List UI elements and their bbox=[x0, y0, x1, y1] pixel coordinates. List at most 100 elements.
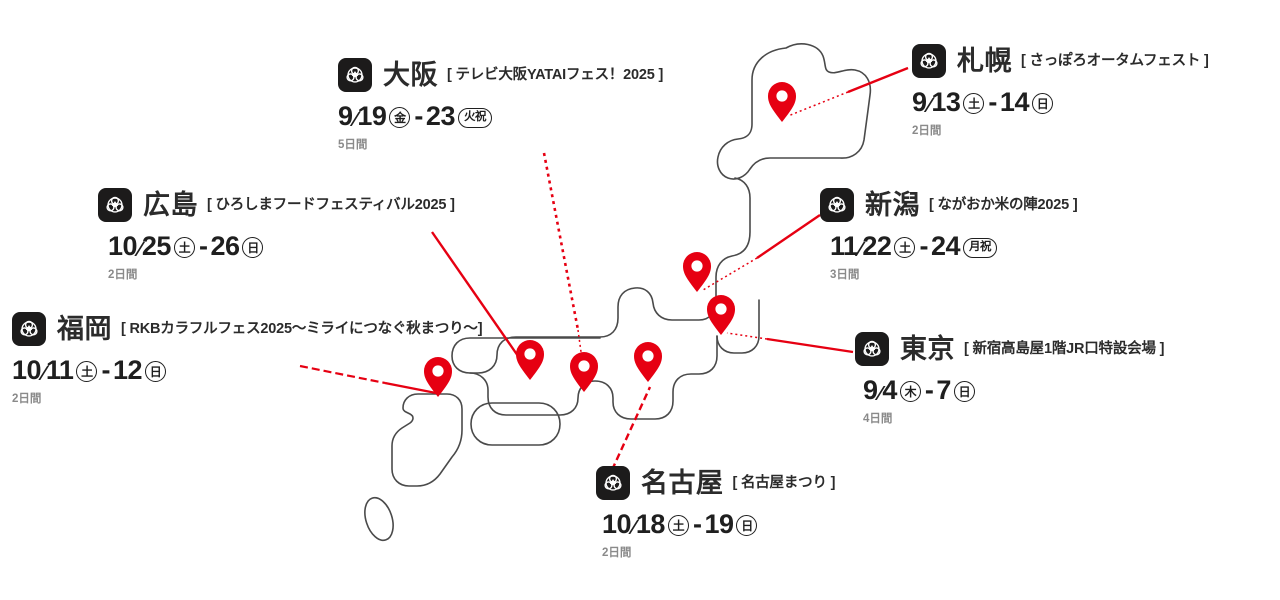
range-dash: - bbox=[919, 231, 928, 261]
duration-label: 3日間 bbox=[830, 269, 860, 281]
leader-osaka-thick-dotted bbox=[542, 152, 580, 331]
start-dow-badge: 金 bbox=[389, 107, 411, 128]
festival-emblem-icon bbox=[596, 466, 630, 500]
month: 11 bbox=[830, 231, 858, 261]
festival-emblem-icon bbox=[98, 188, 132, 222]
end-day: 19 bbox=[704, 509, 734, 539]
start-dow-badge: 土 bbox=[963, 93, 985, 114]
duration-label: 2日間 bbox=[12, 393, 42, 405]
range-dash: - bbox=[924, 375, 934, 405]
city-name: 福岡 bbox=[57, 313, 112, 344]
slash-icon: ⁄ bbox=[858, 238, 862, 261]
date-range: 9 ⁄ 13 土 - 14 日 bbox=[912, 89, 1209, 116]
slash-icon: ⁄ bbox=[927, 94, 931, 117]
leader-sapporo-dotted bbox=[787, 91, 849, 117]
okinawa-outline bbox=[364, 496, 394, 542]
entry-tokyo[interactable]: 東京 [ 新宿高島屋1階JR口特設会場 ] 9 ⁄ 4 木 - 7 日 4日間 bbox=[855, 332, 1164, 426]
entry-header: 札幌 [ さっぽろオータムフェスト ] bbox=[912, 44, 1209, 78]
entry-header: 大阪 [ テレビ大阪YATAIフェス！2025 ] bbox=[338, 58, 663, 92]
date-range: 10 ⁄ 11 土 - 12 日 bbox=[12, 357, 482, 384]
entry-hiroshima[interactable]: 広島 [ ひろしまフードフェスティバル2025 ] 10 ⁄ 25 土 - 26… bbox=[98, 188, 455, 282]
start-dow-badge: 土 bbox=[76, 361, 98, 382]
month: 9 bbox=[863, 375, 878, 405]
end-dow-badge: 日 bbox=[144, 361, 166, 382]
entry-sapporo[interactable]: 札幌 [ さっぽろオータムフェスト ] 9 ⁄ 13 土 - 14 日 2日間 bbox=[912, 44, 1209, 138]
month: 10 bbox=[12, 355, 42, 385]
start-day: 22 bbox=[862, 231, 892, 261]
pin-sapporo[interactable] bbox=[768, 82, 796, 122]
slash-icon: ⁄ bbox=[353, 108, 357, 131]
kanto-coast bbox=[716, 299, 760, 354]
pin-tokyo[interactable] bbox=[707, 295, 735, 335]
entry-header: 東京 [ 新宿高島屋1階JR口特設会場 ] bbox=[855, 332, 1164, 366]
leader-fukuoka-dashed bbox=[299, 364, 386, 385]
map-outlines bbox=[364, 43, 872, 542]
pin-nagoya[interactable] bbox=[634, 342, 662, 382]
start-day: 25 bbox=[141, 231, 172, 261]
end-day: 23 bbox=[425, 101, 456, 131]
range-dash: - bbox=[988, 87, 997, 117]
date-range: 11 ⁄ 22 土 - 24 月祝 bbox=[830, 233, 1077, 260]
festival-emblem-icon bbox=[12, 312, 46, 346]
festival-subtitle: [ 名古屋まつり ] bbox=[732, 474, 836, 491]
city-name: 広島 bbox=[143, 189, 198, 220]
end-day: 14 bbox=[999, 87, 1030, 117]
entry-header: 福岡 [ RKBカラフルフェス2025〜ミライにつなぐ秋まつり〜] bbox=[12, 312, 483, 346]
month: 9 bbox=[912, 87, 927, 117]
slash-icon: ⁄ bbox=[632, 516, 635, 539]
entry-header: 新潟 [ ながおか米の陣2025 ] bbox=[820, 188, 1078, 222]
end-dow-badge: 火祝 bbox=[457, 107, 492, 128]
leader-hiroshima-solid bbox=[431, 231, 519, 357]
end-dow-badge: 月祝 bbox=[962, 237, 997, 258]
leader-tokyo-dotted bbox=[726, 332, 768, 340]
pin-niigata[interactable] bbox=[683, 252, 711, 292]
festival-emblem-icon bbox=[338, 58, 372, 92]
festival-subtitle: [ ひろしまフードフェスティバル2025 ] bbox=[207, 196, 455, 213]
entry-osaka[interactable]: 大阪 [ テレビ大阪YATAIフェス！2025 ] 9 ⁄ 19 金 - 23 … bbox=[338, 58, 663, 152]
festival-subtitle: [ さっぽろオータムフェスト ] bbox=[1021, 52, 1209, 69]
city-name: 東京 bbox=[900, 333, 955, 364]
entry-header: 広島 [ ひろしまフードフェスティバル2025 ] bbox=[98, 188, 455, 222]
kyushu-outline bbox=[391, 393, 463, 487]
end-dow-badge: 日 bbox=[242, 237, 264, 258]
start-dow-badge: 土 bbox=[173, 237, 195, 258]
month: 10 bbox=[602, 509, 632, 539]
start-day: 19 bbox=[357, 101, 387, 131]
end-day: 7 bbox=[936, 375, 951, 405]
slash-icon: ⁄ bbox=[42, 362, 45, 385]
start-day: 18 bbox=[635, 509, 666, 539]
festival-emblem-icon bbox=[855, 332, 889, 366]
city-name: 札幌 bbox=[957, 45, 1012, 76]
date-range: 10 ⁄ 25 土 - 26 日 bbox=[108, 233, 455, 260]
date-range: 9 ⁄ 4 木 - 7 日 bbox=[863, 377, 1164, 404]
end-dow-badge: 日 bbox=[953, 381, 975, 402]
leader-tokyo-solid bbox=[766, 337, 854, 354]
map-pins bbox=[424, 82, 796, 397]
festival-subtitle: [ RKBカラフルフェス2025〜ミライにつなぐ秋まつり〜] bbox=[121, 320, 483, 337]
entry-niigata[interactable]: 新潟 [ ながおか米の陣2025 ] 11 ⁄ 22 土 - 24 月祝 3日間 bbox=[820, 188, 1078, 282]
leader-lines bbox=[299, 66, 909, 471]
duration-label: 2日間 bbox=[602, 547, 632, 559]
festival-subtitle: [ 新宿高島屋1階JR口特設会場 ] bbox=[964, 340, 1165, 357]
end-day: 26 bbox=[210, 231, 240, 261]
end-dow-badge: 日 bbox=[736, 515, 758, 536]
pin-hiroshima[interactable] bbox=[516, 340, 544, 380]
honshu-south-coast bbox=[469, 335, 718, 420]
entry-nagoya[interactable]: 名古屋 [ 名古屋まつり ] 10 ⁄ 18 土 - 19 日 2日間 bbox=[596, 466, 835, 560]
slash-icon: ⁄ bbox=[138, 238, 141, 261]
range-dash: - bbox=[101, 355, 110, 385]
festival-subtitle: [ ながおか米の陣2025 ] bbox=[929, 196, 1078, 213]
date-range: 10 ⁄ 18 土 - 19 日 bbox=[602, 511, 835, 538]
end-day: 12 bbox=[112, 355, 143, 385]
festival-subtitle: [ テレビ大阪YATAIフェス！2025 ] bbox=[447, 66, 664, 83]
entry-fukuoka[interactable]: 福岡 [ RKBカラフルフェス2025〜ミライにつなぐ秋まつり〜] 10 ⁄ 1… bbox=[12, 312, 483, 406]
pin-osaka[interactable] bbox=[570, 352, 598, 392]
leader-sapporo-solid bbox=[847, 66, 909, 94]
month: 9 bbox=[338, 101, 353, 131]
range-dash: - bbox=[198, 231, 208, 261]
start-dow-badge: 土 bbox=[667, 515, 689, 536]
pin-fukuoka[interactable] bbox=[424, 357, 452, 397]
end-day: 24 bbox=[930, 231, 961, 261]
leader-fukuoka-solid bbox=[384, 381, 437, 395]
